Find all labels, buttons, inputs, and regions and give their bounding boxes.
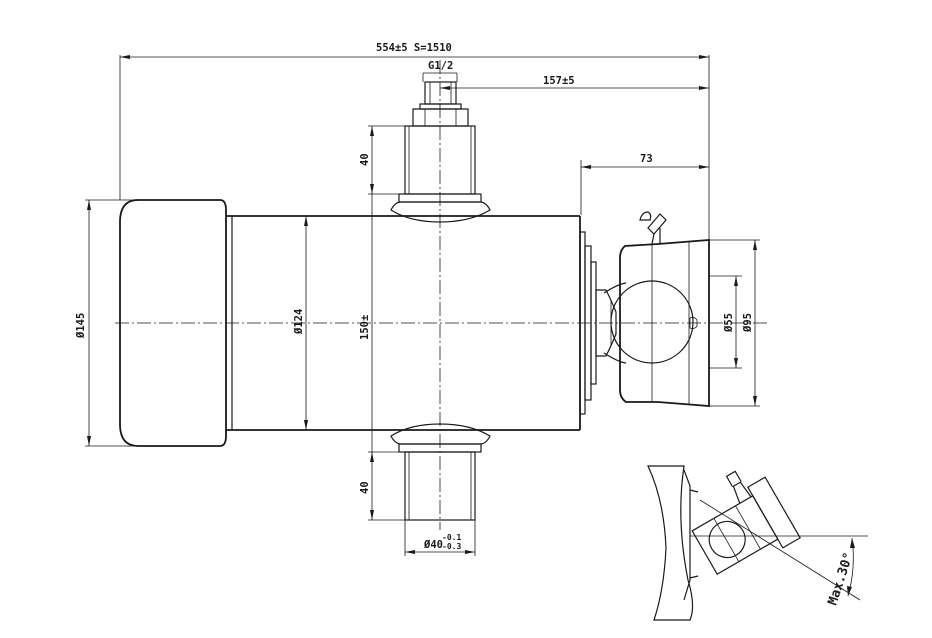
end-offset-label: 73 (640, 153, 653, 165)
port-offset-label: 157±5 (543, 75, 575, 87)
center-lines (115, 60, 770, 530)
top-trunnion: 40 (359, 125, 491, 223)
bottom-trunnion: 40 Ø40 -0.1 -0.3 (359, 423, 491, 556)
trunnion-diameter-label: Ø40 (423, 539, 443, 551)
head-diameter-label: Ø145 (75, 313, 87, 339)
port-dimension: G1/2 157±5 (422, 60, 709, 90)
bottom-trunnion-length-label: 40 (359, 481, 371, 494)
end-offset-dimension: 73 (580, 153, 709, 215)
trunnion-tol-lower: -0.3 (442, 542, 461, 551)
cylinder-head: Ø145 (75, 199, 227, 447)
port-fitting (412, 81, 469, 127)
port-thread-label: G1/2 (428, 60, 453, 72)
ball-diameter-label: Ø55 (723, 313, 735, 333)
angle-detail-view: Max.30° (647, 465, 868, 621)
overall-length-dimension: 554±5 S=1510 (119, 42, 710, 240)
eye-diameter-label: Ø95 (742, 313, 754, 333)
trunnion-span-label: 150± (359, 315, 371, 340)
trunnion-tol-upper: -0.1 (442, 533, 461, 542)
top-trunnion-length-label: 40 (359, 153, 371, 166)
barrel-diameter-label: Ø124 (293, 309, 305, 335)
overall-length-label: 554±5 S=1510 (376, 42, 452, 54)
rod-end: Ø55 Ø95 (579, 211, 760, 415)
